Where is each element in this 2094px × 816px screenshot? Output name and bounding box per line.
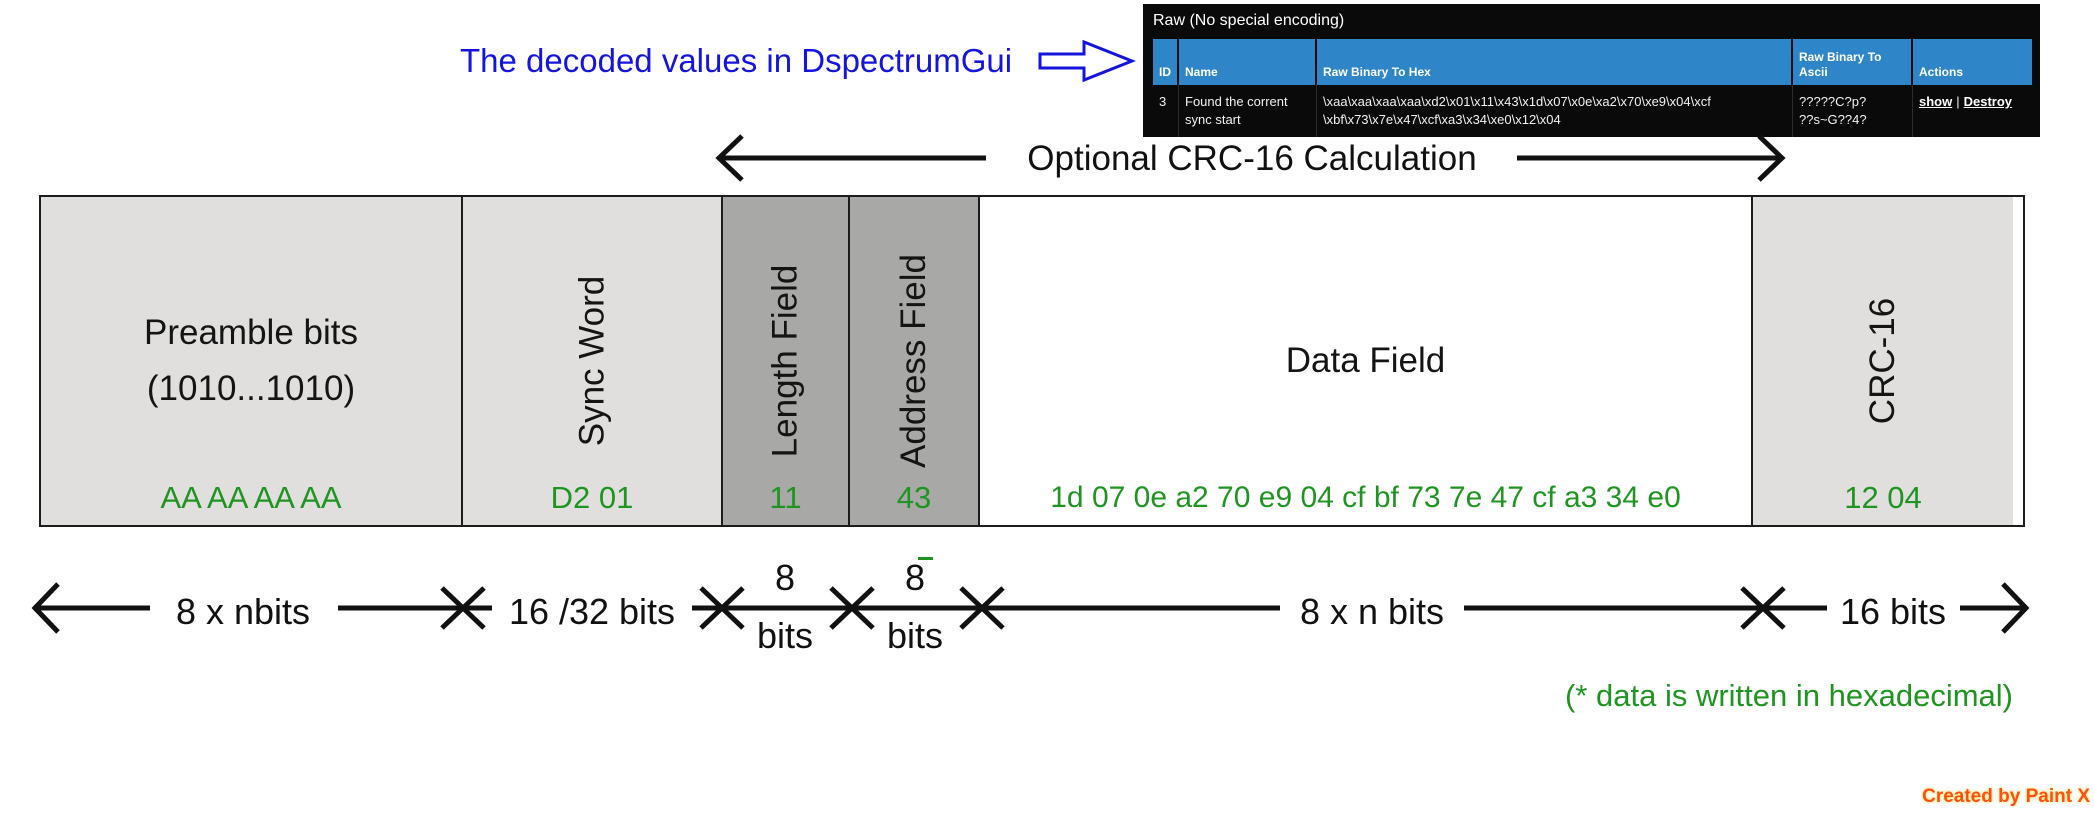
cell-id: 3 [1153, 85, 1179, 137]
cell-hex-line1: \xaa\xaa\xaa\xaa\xd2\x01\x11\x43\x1d\x07… [1323, 94, 1711, 109]
field-address: Address Field 43 [850, 197, 980, 525]
dim-tick [959, 586, 1005, 630]
decoded-table: ID Name Raw Binary To Hex Raw Binary To … [1153, 39, 2032, 137]
column-header-hex: Raw Binary To Hex [1317, 39, 1793, 85]
dim-tick [1740, 586, 1786, 630]
destroy-link[interactable]: Destroy [1963, 94, 2013, 109]
dim-label-length-unit: bits [757, 615, 813, 656]
column-header-id: ID [1153, 39, 1179, 85]
block-arrow-shape [1038, 39, 1136, 83]
paint-x-credit: Created by Paint X [1922, 786, 2090, 807]
stray-green-mark [918, 557, 933, 560]
cell-ascii-line2: ??s~G??4? [1799, 112, 1867, 128]
field-sync-word: Sync Word D2 01 [463, 197, 723, 525]
cell-actions: show|Destroy [1913, 85, 2032, 137]
data-field-value: 1d 07 0e a2 70 e9 04 cf bf 73 7e 47 cf a… [1050, 481, 1681, 514]
crc-span-label: Optional CRC-16 Calculation [1027, 139, 1476, 178]
dim-arrowhead-right-icon [2001, 582, 2030, 634]
crc-span-arrow: Optional CRC-16 Calculation [715, 134, 1786, 182]
bit-width-dimension-line: 8 x nbits 16 /32 bits 8 bits 8 bits 8 x … [31, 557, 2030, 656]
dspectrumgui-table-panel: Raw (No special encoding) ID Name Raw Bi… [1143, 4, 2040, 137]
dim-tick [440, 586, 486, 630]
cell-name: Found the corrent sync start [1179, 85, 1317, 137]
dim-tick [699, 586, 745, 630]
dim-label-data: 8 x n bits [1300, 591, 1444, 632]
dim-tick [829, 586, 875, 630]
decoded-values-annotation: The decoded values in DspectrumGui [460, 42, 1013, 79]
field-data: Data Field 1d 07 0e a2 70 e9 04 cf bf 73… [980, 197, 1753, 525]
preamble-label: Preamble bits [144, 313, 358, 352]
address-field-label: Address Field [894, 254, 934, 468]
actions-separator: | [1956, 94, 1960, 109]
dim-label-length-bits: 8 [775, 557, 795, 598]
dim-label-sync: 16 /32 bits [509, 591, 675, 632]
field-length: Length Field 11 [723, 197, 850, 525]
field-preamble: Preamble bits (1010...1010) AA AA AA AA [41, 197, 463, 525]
length-field-label: Length Field [765, 264, 805, 458]
dim-label-address-bits: 8 [905, 557, 925, 598]
address-field-value: 43 [896, 480, 932, 515]
preamble-sublabel: (1010...1010) [146, 369, 356, 408]
show-link[interactable]: show [1919, 94, 1953, 109]
column-header-ascii: Raw Binary To Ascii [1793, 39, 1913, 85]
cell-ascii-line1: ?????C?p? [1799, 94, 1867, 109]
cell-name-line2: sync start [1185, 112, 1241, 128]
cell-hex-line2: \xbf\x73\x7e\x47\xcf\xa3\x34\xe0\x12\x04 [1323, 112, 1561, 128]
hexadecimal-footnote: (* data is written in hexadecimal) [1565, 678, 2013, 713]
table-title: Raw (No special encoding) [1153, 12, 1345, 29]
packet-fields-row: Preamble bits (1010...1010) AA AA AA AA … [39, 195, 2025, 527]
cell-name-line1: Found the corrent [1185, 94, 1288, 109]
crc-label: CRC-16 [1862, 297, 1902, 425]
dim-label-preamble: 8 x nbits [176, 591, 310, 632]
dim-label-address-unit: bits [887, 615, 943, 656]
block-arrow-right-icon [1038, 39, 1136, 83]
dim-label-crc: 16 bits [1840, 591, 1946, 632]
cell-ascii: ?????C?p? ??s~G??4? [1793, 85, 1913, 137]
preamble-value: AA AA AA AA [160, 480, 342, 515]
length-field-value: 11 [769, 480, 802, 515]
arrowhead-right-icon [1757, 134, 1786, 182]
column-header-actions: Actions [1913, 39, 2032, 85]
crc-value: 12 04 [1844, 480, 1922, 515]
data-field-label: Data Field [1285, 341, 1446, 380]
field-crc: CRC-16 12 04 [1753, 197, 2013, 525]
cell-hex: \xaa\xaa\xaa\xaa\xd2\x01\x11\x43\x1d\x07… [1317, 85, 1793, 137]
sync-word-value: D2 01 [550, 480, 634, 515]
column-header-name: Name [1179, 39, 1317, 85]
sync-word-label: Sync Word [572, 275, 611, 447]
